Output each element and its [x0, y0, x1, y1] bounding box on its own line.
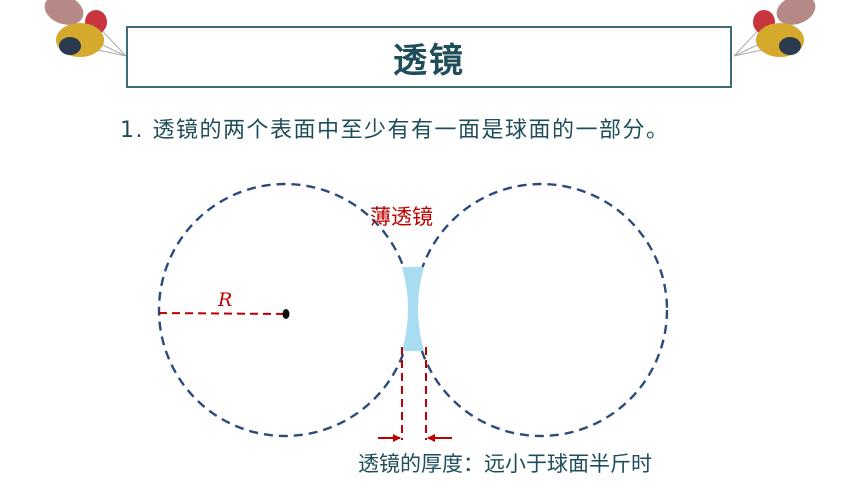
thin-lens-shape — [402, 267, 424, 351]
radius-label: R — [217, 289, 232, 311]
title-box: 透镜 — [126, 26, 732, 88]
balloon-decoration-right — [733, 0, 816, 57]
balloon-decoration-left — [44, 0, 127, 57]
page-title: 透镜 — [393, 40, 465, 81]
radius-line — [158, 312, 285, 315]
thin-lens-label: 薄透镜 — [370, 205, 433, 229]
point-1-text: 1. 透镜的两个表面中至少有有一面是球面的一部分。 — [120, 118, 670, 143]
thickness-caption: 透镜的厚度：远小于球面半斤时 — [358, 452, 652, 476]
sphere-center-point — [282, 309, 290, 319]
right-sphere-circle — [413, 182, 669, 438]
